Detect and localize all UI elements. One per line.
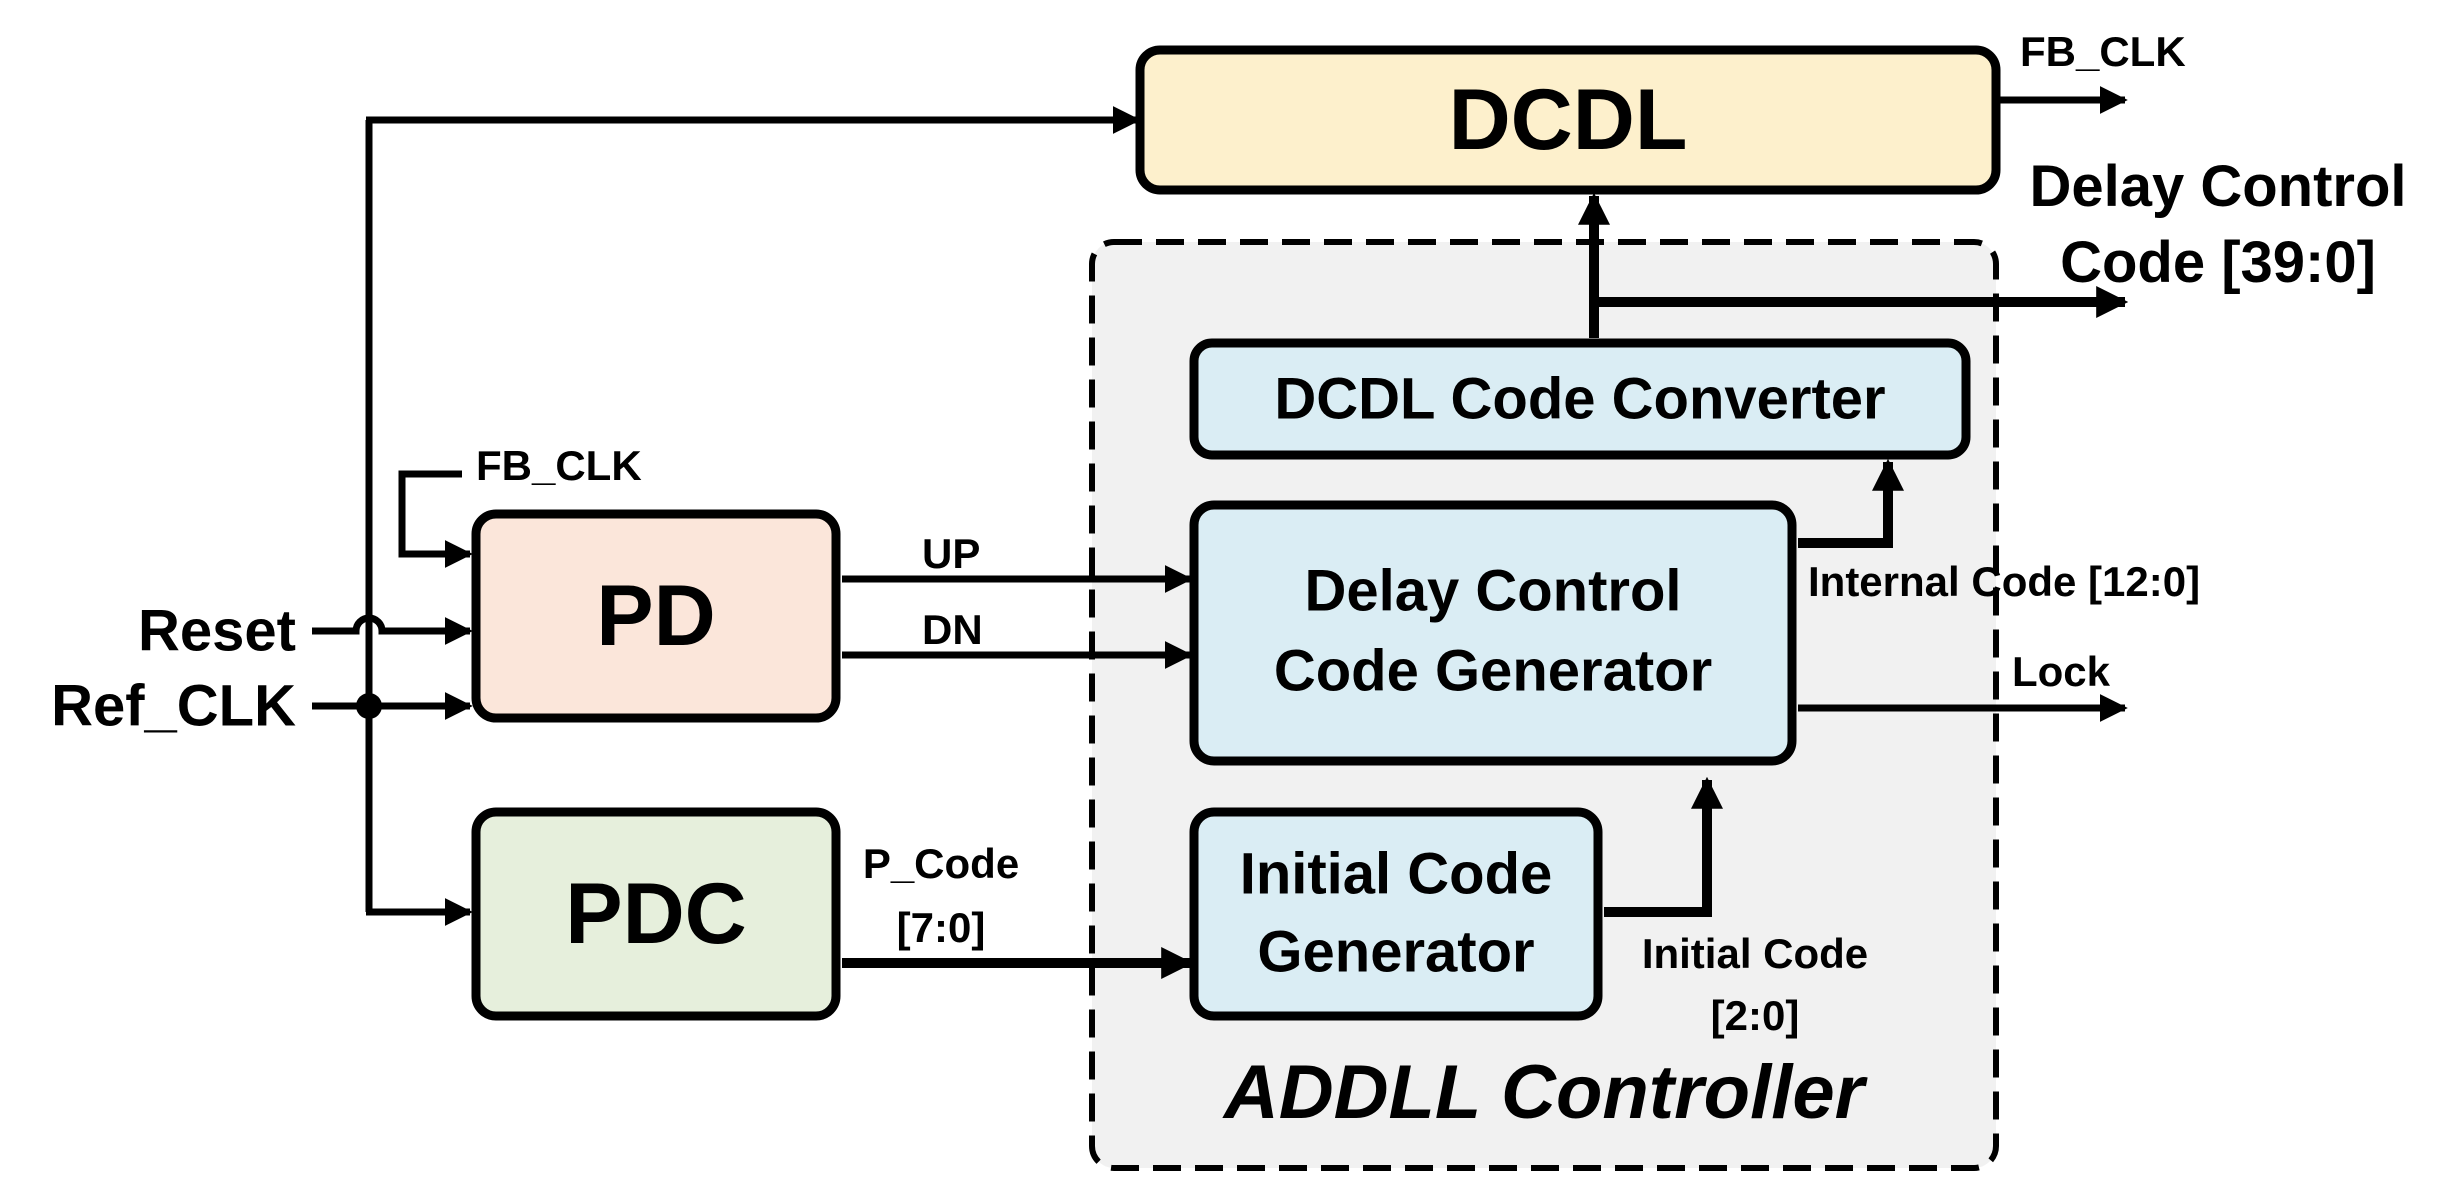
- pdc-block: [471, 807, 841, 1021]
- ref-clk-input-label: Ref_CLK: [51, 674, 296, 739]
- internal-code-bus: [1798, 458, 1905, 548]
- p-code-label-line1: P_Code: [863, 840, 1019, 887]
- ref-clk-junction-dot: [356, 693, 382, 719]
- dcdl-code-converter-block: [1189, 338, 1971, 460]
- pd-label: PD: [596, 568, 715, 664]
- icg-label-line2: Generator: [1257, 920, 1534, 985]
- dcdl-block: [1135, 45, 2001, 195]
- initial-code-label-line2: [2:0]: [1711, 992, 1800, 1039]
- initial-code-bus: [1604, 776, 1724, 917]
- pd-block: [471, 509, 841, 723]
- fb-clk-output-label: FB_CLK: [2020, 28, 2186, 75]
- p-code-label-line2: [7:0]: [897, 904, 986, 951]
- dcdl-label: DCDL: [1449, 72, 1688, 168]
- addll-controller-label: ADDLL Controller: [1222, 1050, 1869, 1135]
- delay-control-code-label-line1: Delay Control: [2029, 154, 2406, 219]
- lock-output-label: Lock: [2012, 648, 2111, 695]
- pdc-label: PDC: [565, 866, 747, 962]
- fb-clk-feedback-label: FB_CLK: [476, 442, 642, 489]
- internal-code-label: Internal Code [12:0]: [1808, 558, 2200, 605]
- icg-label-line1: Initial Code: [1240, 842, 1553, 907]
- dccg-label-line1: Delay Control: [1304, 559, 1681, 624]
- dccg-label-line2: Code Generator: [1274, 639, 1712, 704]
- delay-control-code-generator-block: [1189, 500, 1797, 766]
- initial-code-label-line1: Initial Code: [1642, 930, 1868, 977]
- reset-to-pd-wire: [312, 614, 473, 645]
- up-signal-label: UP: [922, 530, 980, 577]
- initial-code-generator-block: [1189, 807, 1603, 1021]
- delay-control-code-label-line2: Code [39:0]: [2060, 230, 2376, 295]
- dcdl-code-converter-label: DCDL Code Converter: [1274, 367, 1885, 432]
- fb-clk-feedback-wire: [398, 470, 473, 568]
- reset-input-label: Reset: [138, 599, 296, 664]
- dn-signal-label: DN: [922, 606, 983, 653]
